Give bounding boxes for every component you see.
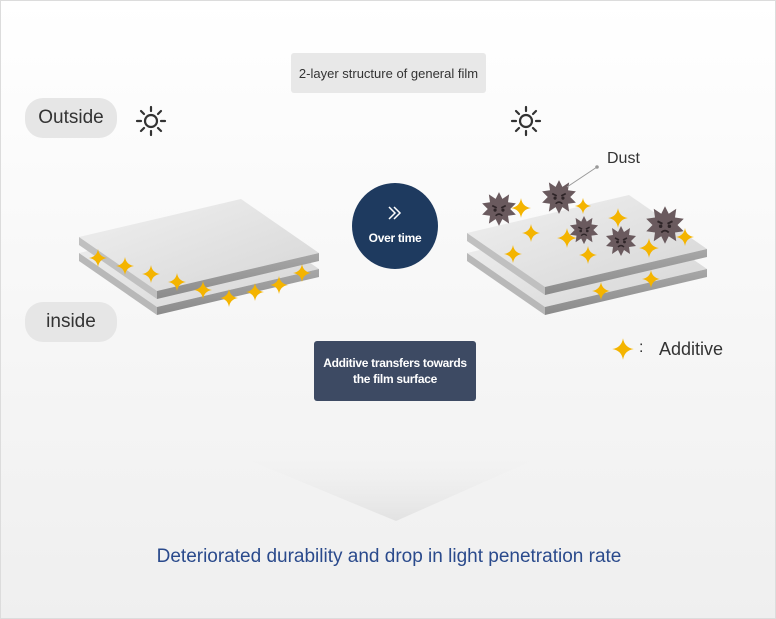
over-time-label: Over time — [368, 231, 422, 245]
right-film — [467, 195, 707, 315]
outside-label-text: Outside — [38, 107, 104, 128]
title-box: 2-layer structure of general film — [291, 53, 486, 93]
left-film — [79, 199, 319, 315]
inside-label: inside — [25, 302, 117, 342]
legend-additive-label: Additive — [659, 339, 724, 359]
dust-label: Dust — [607, 150, 640, 167]
double-chevron-right-icon — [388, 206, 402, 220]
dust-particle-icon — [481, 191, 517, 227]
inside-label-text: inside — [46, 311, 96, 332]
dust-pointer-dot — [595, 165, 599, 169]
additive-transfer-note: Additive transfers towards the film surf… — [314, 341, 476, 401]
conclusion-text: Deteriorated durability and drop in ligh… — [156, 546, 622, 567]
legend-separator: : — [639, 339, 644, 356]
dust-pointer-line — [566, 166, 598, 188]
outside-label: Outside — [25, 98, 117, 138]
left-film-top-layer — [79, 199, 319, 291]
over-time-circle: Over time — [352, 183, 438, 269]
funnel-shape — [246, 459, 536, 521]
sparkle-icon — [511, 198, 531, 218]
right-film-top-layer — [467, 195, 707, 287]
additive-transfer-note-text: Additive transfers towards the film surf… — [323, 356, 467, 386]
sparkle-icon — [612, 338, 634, 360]
title-text: 2-layer structure of general film — [298, 65, 479, 81]
sun-icon — [135, 105, 167, 137]
sun-icon — [510, 105, 542, 137]
